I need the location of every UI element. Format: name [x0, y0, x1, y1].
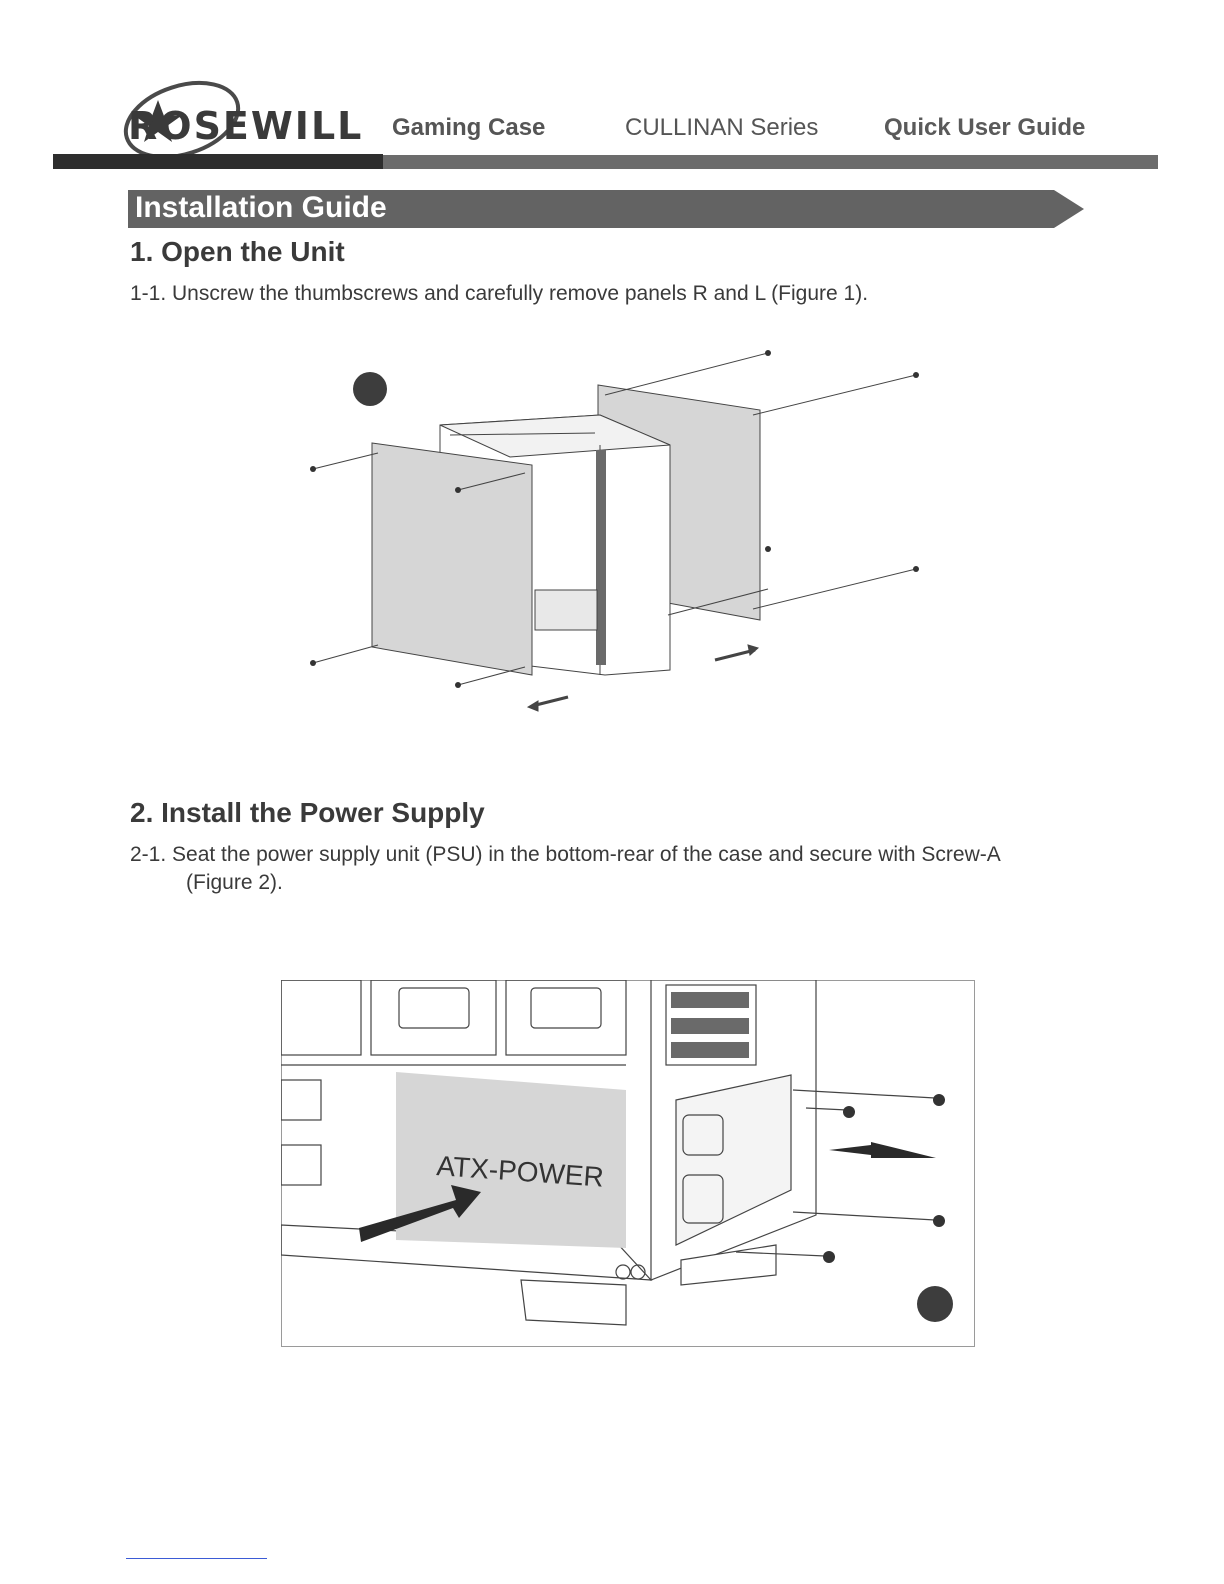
- section-heading-open-unit: 1. Open the Unit: [130, 236, 345, 267]
- panel-l: [371, 442, 533, 676]
- screw-icon: [823, 1251, 835, 1263]
- banner-title: Installation Guide: [135, 191, 387, 224]
- screw-icon: [843, 1106, 855, 1118]
- step-2-1-figure-ref: (Figure 2).: [186, 871, 283, 894]
- header-product: Gaming Case: [392, 114, 546, 141]
- figure-1-open-case: [310, 350, 919, 712]
- figure-marker: [353, 372, 387, 406]
- figure-marker: [917, 1286, 953, 1322]
- section-heading-install-psu: 2. Install the Power Supply: [130, 797, 485, 828]
- arrow-icon: [359, 1185, 481, 1242]
- header-series: CULLINAN Series: [625, 114, 819, 141]
- header-rule-light: [383, 155, 1158, 169]
- section-banner: [128, 190, 1084, 228]
- header-rule-dark: [53, 154, 383, 169]
- star-icon: [135, 100, 181, 142]
- figure-2-psu-install: ATX-POWER: [281, 980, 975, 1347]
- footer-rule: [126, 1558, 267, 1559]
- screw-icon: [933, 1215, 945, 1227]
- rosewill-logo: [123, 81, 241, 159]
- step-1-1: 1-1. Unscrew the thumbscrews and careful…: [130, 282, 869, 305]
- step-2-1: 2-1. Seat the power supply unit (PSU) in…: [130, 843, 1001, 866]
- screw-icon: [933, 1094, 945, 1106]
- arrow-icon: [829, 1142, 936, 1158]
- header-guide-title: Quick User Guide: [884, 114, 1086, 141]
- brand-wordmark: ROSEWILL: [128, 104, 364, 148]
